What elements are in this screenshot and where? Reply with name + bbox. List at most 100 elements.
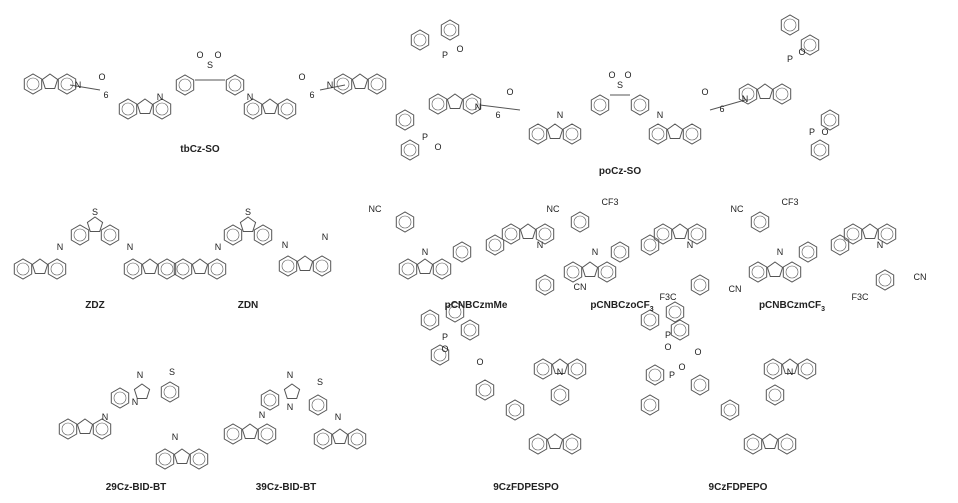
aromatic-bond [643,398,657,412]
aromatic-bond [73,228,87,242]
atom-label: N [132,397,139,407]
benzene-ring [687,223,707,245]
five-ring [261,98,279,114]
five-ring [283,383,301,399]
atom-label: 6 [719,104,724,114]
atom-label: CN [729,284,742,294]
aromatic-bond [210,262,224,276]
atom-label: O [798,47,805,57]
benzene-ring [400,139,420,161]
atom-label: N [57,242,64,252]
benzene-ring [875,269,895,291]
aromatic-bond [316,432,330,446]
aromatic-bond [878,273,892,287]
aromatic-bond [751,265,765,279]
aromatic-bond [401,262,415,276]
atom-label: P [809,127,815,137]
benzene-ring [223,224,243,246]
atom-label: O [701,87,708,97]
aromatic-bond [693,378,707,392]
atom-label: O [456,44,463,54]
benzene-ring [505,399,525,421]
five-ring [41,73,59,89]
aromatic-bond [246,102,260,116]
label-29Cz-BID-BT: 29Cz-BID-BT [105,482,167,493]
benzene-ring [780,14,800,36]
atom-label: N [259,410,266,420]
benzene-ring [347,428,367,450]
benzene-ring [13,258,33,280]
atom-label: O [434,142,441,152]
aromatic-bond [531,127,545,141]
five-ring [756,83,774,99]
five-ring [581,261,599,277]
benzene-ring [207,258,227,280]
label-pCNBCzoCF3: pCNBCzoCF3 [590,300,654,313]
aromatic-bond [693,278,707,292]
benzene-ring [563,261,583,283]
benzene-ring [432,258,452,280]
aromatic-bond [260,427,274,441]
aromatic-bond [455,245,469,259]
aromatic-bond [565,437,579,451]
benzene-ring [777,433,797,455]
aromatic-bond [801,245,815,259]
atom-label: NC [731,204,744,214]
aromatic-bond [336,77,350,91]
aromatic-bond [423,313,437,327]
aromatic-bond [16,262,30,276]
bond [319,84,346,91]
atom-label: O [476,357,483,367]
aromatic-bond [113,391,127,405]
aromatic-bond [95,422,109,436]
benzene-ring [123,258,143,280]
atom-label: S [245,207,251,217]
benzene-ring [47,258,67,280]
atom-label: P [422,132,428,142]
benzene-ring [110,387,130,409]
benzene-ring [690,374,710,396]
atom-label: CF3 [601,197,618,207]
aromatic-bond [431,97,445,111]
aromatic-bond [433,348,447,362]
aromatic-bond [780,437,794,451]
benzene-ring [798,241,818,263]
aromatic-bond [723,403,737,417]
benzene-ring [223,423,243,445]
benzene-ring [877,223,897,245]
atom-label: N [537,240,544,250]
five-ring [666,123,684,139]
benzene-ring [312,255,332,277]
five-ring [766,261,784,277]
five-ring [191,258,209,274]
aromatic-bond [226,427,240,441]
atom-label: N [742,94,749,104]
benzene-ring [155,448,175,470]
atom-label: N [877,240,884,250]
aromatic-bond [126,262,140,276]
atom-label: N [335,412,342,422]
five-ring [76,418,94,434]
benzene-ring [640,394,660,416]
five-ring [173,448,191,464]
aromatic-bond [370,77,384,91]
aromatic-bond [656,227,670,241]
aromatic-bond [668,305,682,319]
benzene-ring [57,73,77,95]
atom-label: S [207,60,213,70]
benzene-ring [738,83,758,105]
five-ring [133,383,151,399]
benzene-ring [70,224,90,246]
label-9CzFDPEPO: 9CzFDPEPO [708,482,768,493]
atom-label: N [127,242,134,252]
benzene-ring [430,344,450,366]
atom-label: N [75,80,82,90]
aromatic-bond [746,437,760,451]
atom-label: N [172,432,179,442]
aromatic-bond [398,215,412,229]
